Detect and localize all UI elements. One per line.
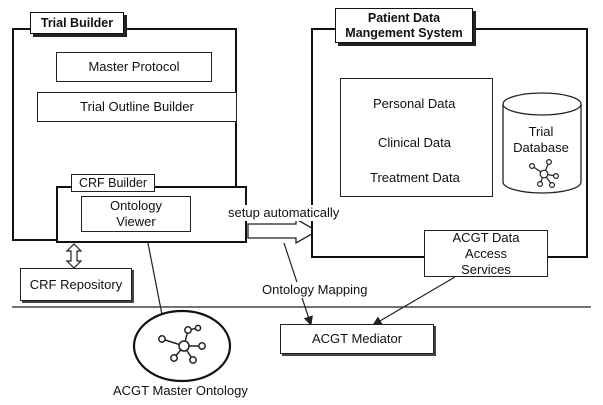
personal-data-label: Personal Data [373,96,456,111]
trial-outline-builder-box: Trial Outline Builder [37,92,237,122]
clinical-data-label: Clinical Data [378,135,451,150]
acgt-data-access-services-box: ACGT Data Access Services [424,230,548,277]
trial-builder-title: Trial Builder [30,12,124,34]
title-line-2: Mangement System [345,25,463,40]
patient-data-categories-box [340,78,493,197]
setup-automatically-label: setup automatically [227,205,341,221]
setup-block-arrow-icon [247,217,319,245]
master-protocol-box: Master Protocol [56,52,212,82]
crf-builder-title: CRF Builder [71,174,155,192]
master-ontology-label: ACGT Master Ontology [113,383,248,398]
ontology-viewer-box: Ontology Viewer [81,196,191,232]
trial-database-label: Trial Database [513,124,569,155]
access-to-mediator-arrow [372,276,456,326]
treatment-data-label: Treatment Data [370,170,460,185]
database-network-icon [529,158,559,188]
acgt-mediator-box: ACGT Mediator [280,324,434,354]
crf-repository-double-arrow-icon [65,243,83,269]
patient-data-system-title: Patient Data Mangement System [335,8,473,43]
ontology-network-icon [158,324,206,364]
trial-database-cylinder [502,92,582,194]
title-line-1: Patient Data [367,10,441,25]
crf-repository-box: CRF Repository [20,268,132,301]
ontology-mapping-label: Ontology Mapping [260,282,370,298]
